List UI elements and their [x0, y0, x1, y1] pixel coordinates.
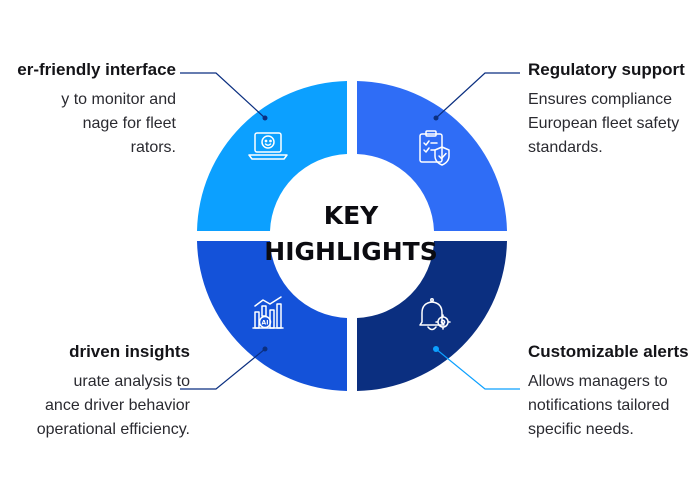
quadrant-top-left: [197, 81, 347, 231]
highlight-title: driven insights: [69, 342, 190, 361]
highlight-title: er-friendly interface: [17, 60, 176, 79]
connector-dot-bottom-left: [262, 346, 268, 352]
highlight-customizable-alerts: Customizable alerts Allows managers to n…: [528, 342, 689, 442]
clipboard-shield-icon: [419, 130, 450, 166]
highlight-title: Regulatory support: [528, 60, 685, 79]
connector-bottom-right: [435, 348, 520, 390]
connector-dot-top-left: [262, 115, 268, 121]
ai-chart-icon-label: AI: [262, 320, 269, 327]
highlight-ai-driven-insights: driven insights urate analysis to ance d…: [32, 342, 190, 442]
highlight-title: Customizable alerts: [528, 342, 689, 361]
center-title-line-2: HIGHLIGHTS: [264, 237, 437, 266]
connector-top-right: [435, 72, 520, 119]
connector-dot-top-right: [433, 115, 439, 121]
ai-chart-icon: [252, 296, 284, 329]
laptop-smiley-icon: [248, 132, 288, 160]
highlight-regulatory-support: Regulatory support Ensures compliance Eu…: [528, 60, 685, 160]
highlight-description: y to monitor and nage for fleet rators.: [61, 91, 176, 156]
quadrant-bottom-left: [197, 241, 347, 391]
highlight-user-friendly-interface: er-friendly interface y to monitor and n…: [17, 60, 176, 160]
highlight-description: Allows managers to notifications tailore…: [528, 373, 670, 438]
quadrant-top-right: [357, 81, 507, 231]
highlight-description: urate analysis to ance driver behavior o…: [36, 373, 190, 438]
highlight-description: Ensures compliance European fleet safety…: [528, 91, 680, 156]
connector-bottom-left: [180, 348, 266, 390]
quadrant-bottom-right: [357, 241, 507, 391]
connector-top-left: [180, 72, 266, 119]
center-title-line-1: KEY: [324, 201, 379, 230]
connector-dot-bottom-right: [433, 346, 439, 352]
bell-gear-icon: [419, 298, 451, 331]
